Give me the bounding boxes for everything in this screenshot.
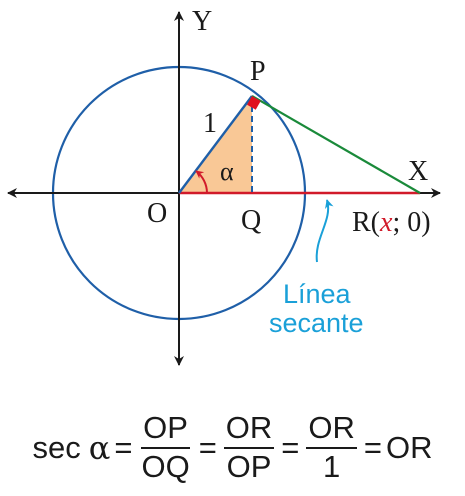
angle-arc <box>195 170 208 194</box>
fraction-denominator: 1 <box>323 449 341 484</box>
point-r-suffix: ; 0) <box>392 207 430 238</box>
point-r-variable: x <box>379 207 393 238</box>
equals-sign: = <box>114 430 133 465</box>
secant-formula: sec α = OP OQ = OR OP = OR 1 = OR <box>0 408 465 488</box>
secant-line-label-1: Línea <box>283 279 352 309</box>
secant-callout-arrow <box>315 199 334 263</box>
right-angle-marker <box>247 96 261 110</box>
unit-circle-secant-diagram: Y X P 1 α O Q R(x; 0) Línea secante <box>7 6 441 366</box>
fraction-or-1: OR 1 <box>306 412 357 483</box>
angle-label: α <box>220 157 234 186</box>
formula-func: sec <box>32 430 81 465</box>
equals-sign: = <box>281 430 300 465</box>
point-q-label: Q <box>241 205 261 236</box>
fraction-or-op: OR OP <box>223 412 275 484</box>
fraction-denominator: OQ <box>141 449 190 484</box>
origin-label: O <box>147 198 167 229</box>
formula-angle: α <box>88 429 111 467</box>
radius-op <box>178 95 253 194</box>
point-r-label: R(x; 0) <box>352 207 431 238</box>
equals-sign: = <box>198 430 217 465</box>
secant-line-label-2: secante <box>269 308 364 338</box>
fraction-numerator: OR <box>306 412 357 449</box>
point-p-label: P <box>250 56 266 87</box>
formula-result: OR <box>386 430 433 465</box>
fraction-numerator: OR <box>223 412 275 449</box>
fraction-numerator: OP <box>141 412 190 449</box>
equals-sign: = <box>363 430 383 465</box>
radius-label: 1 <box>203 108 217 139</box>
fraction-denominator: OP <box>226 449 272 484</box>
point-r-prefix: R( <box>352 207 380 238</box>
fraction-op-oq: OP OQ <box>139 412 191 483</box>
x-axis-label: X <box>408 156 428 187</box>
y-axis-label: Y <box>192 6 212 37</box>
tangent-line-pr <box>251 95 421 194</box>
